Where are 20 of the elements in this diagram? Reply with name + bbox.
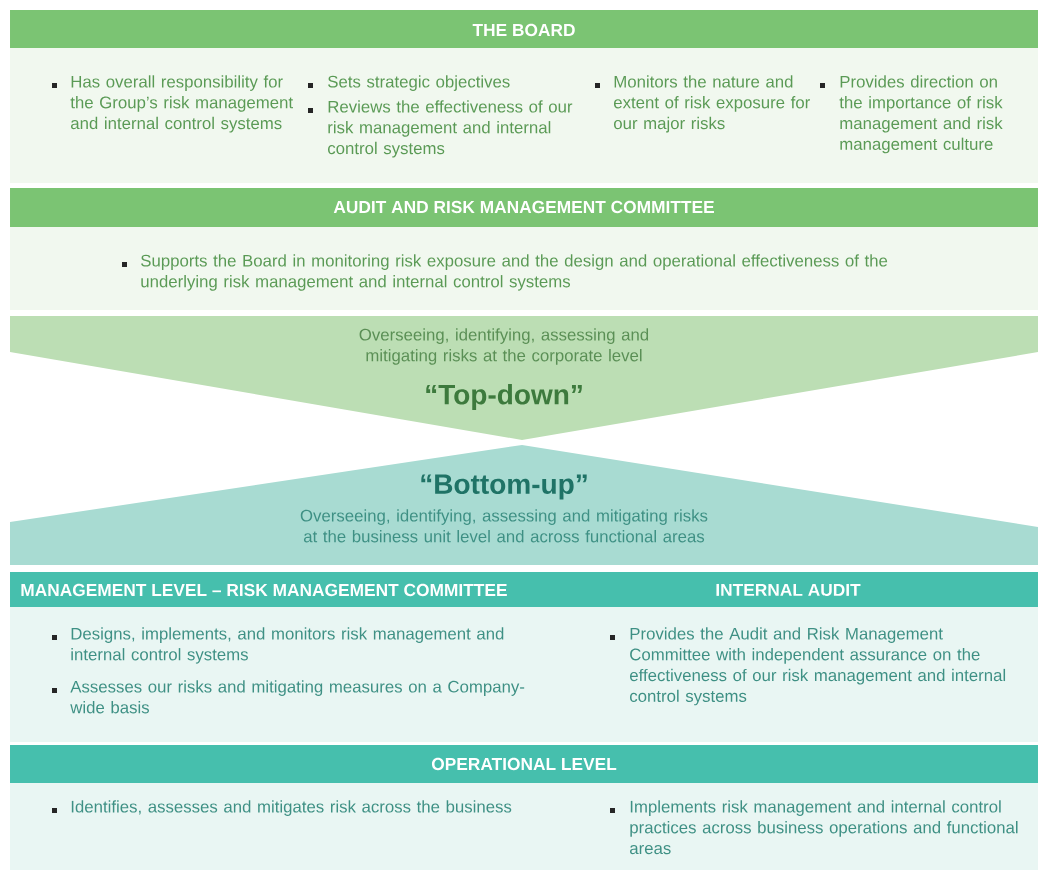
description: Overseeing, identifying, assessing and mitigating risks at the business unit level and across functional areas: [300, 509, 708, 543]
header-band: OPERATIONAL LEVEL: [10, 745, 1038, 783]
heading: “Bottom-up”: [421, 474, 587, 500]
bullet-item: Monitors the nature and extent of risk exposure for our major risks: [595, 75, 810, 133]
header-band: AUDIT AND RISK MANAGEMENT COMMITTEE: [10, 188, 1038, 227]
bullet-item: Provides direction on the importance of risk management and risk management culture: [820, 75, 1003, 154]
header-band: INTERNAL AUDIT: [596, 572, 1038, 607]
bullet-item: Supports the Board in monitoring risk exposure and the design and operational effectiveness of the underlying risk management and internal control systems: [122, 254, 888, 291]
bullet-item: Provides the Audit and Risk Management Committee with independent assurance on the effectiveness of our risk management and internal control systems: [610, 627, 1006, 706]
bullet-item: Designs, implements, and monitors risk management and internal control systems: [52, 627, 504, 664]
bullet-item: Sets strategic objectives: [308, 75, 510, 91]
bullet-item: Implements risk management and internal control practices across business operations and functional areas: [610, 800, 1018, 855]
description: Overseeing, identifying, assessing and mitigating risks at the corporate level: [359, 328, 649, 365]
bullet-item: Identifies, assesses and mitigates risk across the business: [52, 800, 512, 816]
header-band: THE BOARD: [10, 10, 1038, 48]
bullet-item: Reviews the effectiveness of our risk management and internal control systems: [308, 100, 573, 158]
header-band: MANAGEMENT LEVEL – RISK MANAGEMENT COMMITTEE: [10, 572, 596, 607]
bullet-item: Has overall responsibility for the Group’s risk management and internal control systems: [52, 75, 293, 133]
bullet-item: Assesses our risks and mitigating measures on a Company-wide basis: [52, 680, 525, 714]
heading: “Top-down”: [426, 383, 582, 411]
